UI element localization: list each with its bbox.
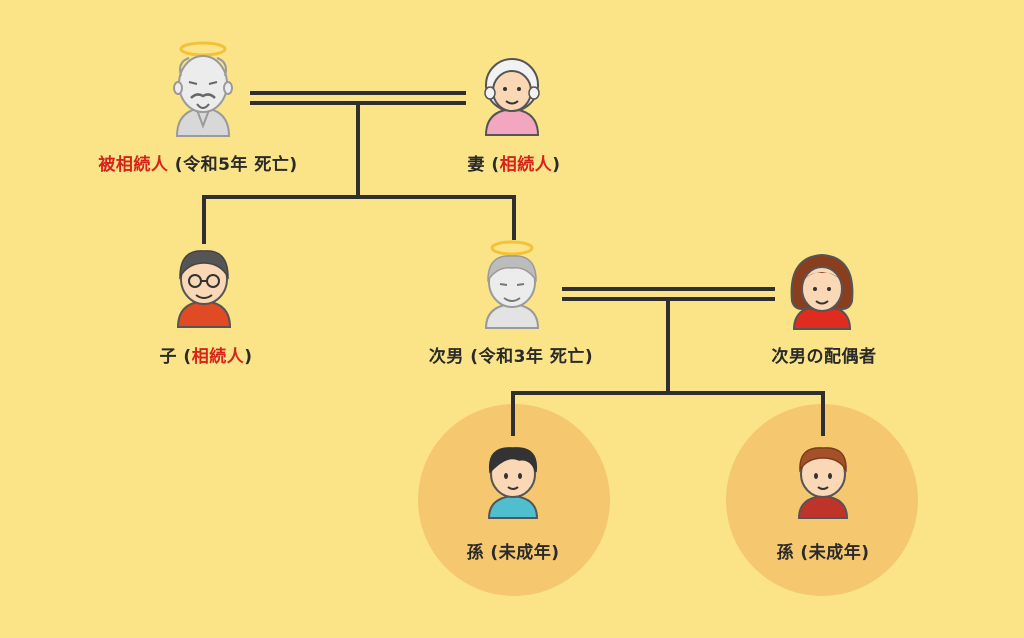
man-glasses-icon <box>176 250 232 328</box>
angel-old-man-icon <box>173 41 233 137</box>
boy-red-shirt-icon <box>797 447 849 519</box>
deceased-role: 被相続人 <box>98 155 169 175</box>
angel-man-icon <box>484 240 540 329</box>
second-son-spouse-label: 次男の配偶者 <box>771 347 877 367</box>
grandchild-1-label: 孫 (未成年) <box>466 543 560 563</box>
relationship-lines <box>202 91 825 436</box>
child-suffix: ) <box>244 347 253 367</box>
wife-role: 相続人 <box>499 155 553 175</box>
boy-icon <box>487 447 539 519</box>
deceased-label: 被相続人 (令和5年 死亡) <box>98 150 297 175</box>
child-prefix: 子 ( <box>159 347 192 367</box>
wife-prefix: 妻 ( <box>467 155 500 175</box>
second-son-label: 次男 (令和3年 死亡) <box>428 347 594 367</box>
wife-label: 妻 (相続人) <box>468 150 561 175</box>
child-role: 相続人 <box>191 347 245 367</box>
old-woman-icon <box>484 58 540 136</box>
wife-suffix: ) <box>552 155 561 175</box>
child-label: 子 (相続人) <box>160 342 253 367</box>
woman-icon <box>790 253 854 330</box>
grandchild-2-label: 孫 (未成年) <box>776 543 870 563</box>
deceased-status: (令和5年 死亡) <box>168 155 298 175</box>
